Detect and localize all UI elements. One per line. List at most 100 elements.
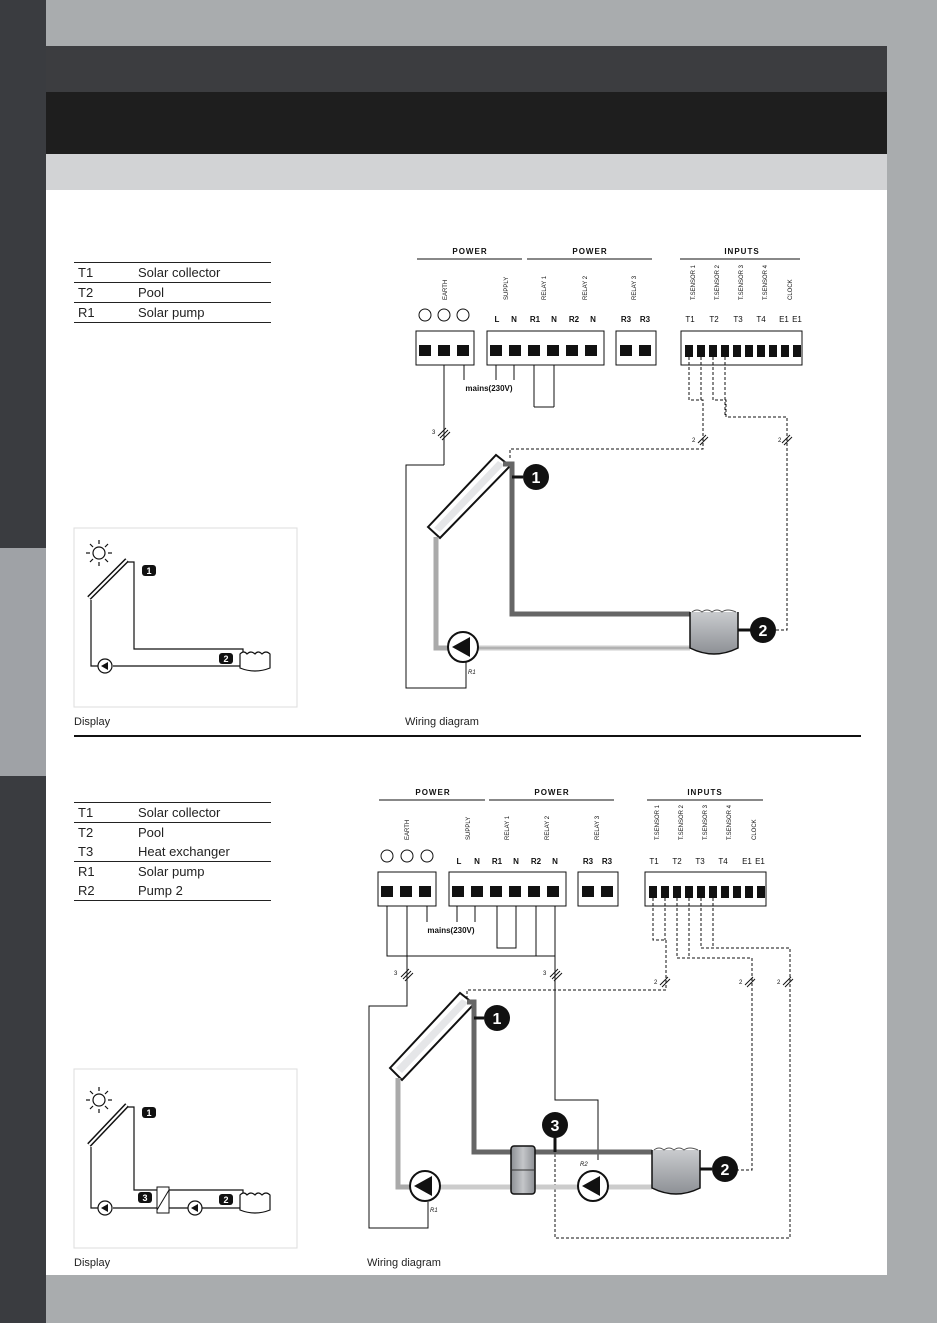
svg-text:E1: E1: [779, 315, 789, 324]
pool-icon: [239, 1192, 271, 1214]
terminal-block: [377, 871, 767, 907]
pool-tank-icon: [651, 1150, 701, 1195]
header-band: [46, 46, 887, 92]
svg-text:2: 2: [223, 654, 228, 664]
svg-text:E1: E1: [792, 315, 802, 324]
wiring-caption-1: Wiring diagram: [405, 716, 479, 728]
display-panel-1: 1 2: [73, 527, 298, 708]
svg-text:POWER: POWER: [534, 788, 569, 797]
marker-3: [138, 1192, 152, 1203]
svg-text:mains(230V): mains(230V): [465, 384, 512, 393]
svg-text:T1: T1: [685, 315, 695, 324]
svg-text:E1: E1: [742, 857, 752, 866]
earth-icon: [380, 849, 434, 863]
display-panel-2: 1 3 2: [73, 1068, 298, 1249]
svg-text:R2: R2: [580, 1162, 588, 1168]
svg-text:POWER: POWER: [572, 247, 607, 256]
svg-text:3: 3: [394, 971, 398, 977]
collector-icon: [87, 558, 129, 600]
svg-text:T2: T2: [672, 857, 682, 866]
svg-text:N: N: [590, 315, 596, 324]
collector-icon: [87, 1103, 129, 1147]
svg-text:2: 2: [223, 1195, 228, 1205]
svg-text:R1: R1: [468, 670, 476, 676]
svg-text:1: 1: [493, 1011, 502, 1028]
marker-1: [523, 464, 549, 490]
svg-text:1: 1: [532, 470, 541, 487]
svg-text:N: N: [511, 315, 517, 324]
sun-icon: [86, 1087, 112, 1113]
svg-text:R1: R1: [492, 857, 503, 866]
svg-text:POWER: POWER: [452, 247, 487, 256]
svg-text:CLOCK: CLOCK: [788, 279, 794, 300]
svg-text:T.SENSOR 4: T.SENSOR 4: [727, 804, 733, 840]
svg-text:L: L: [457, 857, 462, 866]
svg-text:3: 3: [543, 971, 547, 977]
svg-text:mains(230V): mains(230V): [427, 926, 474, 935]
svg-text:SUPPLY: SUPPLY: [466, 817, 472, 840]
svg-text:N: N: [474, 857, 480, 866]
pool-tank-icon: [689, 612, 739, 655]
wiring-diagram-2: POWER POWER INPUTS EARTH SUPPLY RELAY 1 …: [368, 788, 794, 1239]
marker-1: [142, 1107, 156, 1118]
display-caption-1: Display: [74, 716, 111, 728]
svg-text:R2: R2: [569, 315, 580, 324]
marker-3: [542, 1112, 568, 1138]
svg-text:3: 3: [551, 1118, 560, 1135]
svg-text:T3: T3: [733, 315, 743, 324]
svg-text:POWER: POWER: [415, 788, 450, 797]
svg-text:2: 2: [778, 438, 782, 444]
svg-text:2: 2: [739, 980, 743, 986]
display-caption-2: Display: [74, 1257, 111, 1269]
svg-text:T.SENSOR 2: T.SENSOR 2: [679, 804, 685, 840]
svg-text:R3: R3: [583, 857, 594, 866]
svg-text:E1: E1: [755, 857, 765, 866]
svg-text:R1: R1: [430, 1208, 438, 1214]
svg-text:T.SENSOR 4: T.SENSOR 4: [763, 264, 769, 300]
marker-2: [219, 1194, 233, 1205]
svg-text:R3: R3: [621, 315, 632, 324]
svg-text:T2: T2: [709, 315, 719, 324]
svg-text:2: 2: [777, 980, 781, 986]
svg-text:CLOCK: CLOCK: [752, 819, 758, 840]
marker-2: [219, 653, 233, 664]
wiring-caption-2: Wiring diagram: [367, 1257, 441, 1269]
section-divider: [74, 735, 861, 737]
svg-text:1: 1: [146, 1108, 151, 1118]
svg-text:2: 2: [692, 438, 696, 444]
svg-text:RELAY 2: RELAY 2: [545, 815, 551, 840]
svg-text:2: 2: [721, 1162, 730, 1179]
wiring-diagram-1: POWER POWER INPUTS EARTH SUPPLY RELAY 1 …: [405, 247, 803, 689]
svg-text:2: 2: [759, 623, 768, 640]
svg-text:2: 2: [654, 980, 658, 986]
svg-text:R3: R3: [640, 315, 651, 324]
svg-text:INPUTS: INPUTS: [687, 788, 722, 797]
title-band: [46, 92, 887, 154]
svg-text:T.SENSOR 1: T.SENSOR 1: [655, 804, 661, 840]
svg-text:RELAY 2: RELAY 2: [583, 275, 589, 300]
svg-text:SUPPLY: SUPPLY: [504, 277, 510, 300]
svg-text:L: L: [495, 315, 500, 324]
svg-text:T3: T3: [695, 857, 705, 866]
subtitle-band: [46, 154, 887, 190]
svg-text:EARTH: EARTH: [443, 280, 449, 300]
solar-collector-icon: [426, 453, 512, 540]
svg-text:T.SENSOR 3: T.SENSOR 3: [703, 804, 709, 840]
svg-text:T.SENSOR 3: T.SENSOR 3: [739, 264, 745, 300]
svg-text:N: N: [551, 315, 557, 324]
svg-text:T4: T4: [718, 857, 728, 866]
svg-text:T1: T1: [649, 857, 659, 866]
svg-text:R3: R3: [602, 857, 613, 866]
marker-2: [750, 617, 776, 643]
svg-text:3: 3: [432, 430, 436, 436]
